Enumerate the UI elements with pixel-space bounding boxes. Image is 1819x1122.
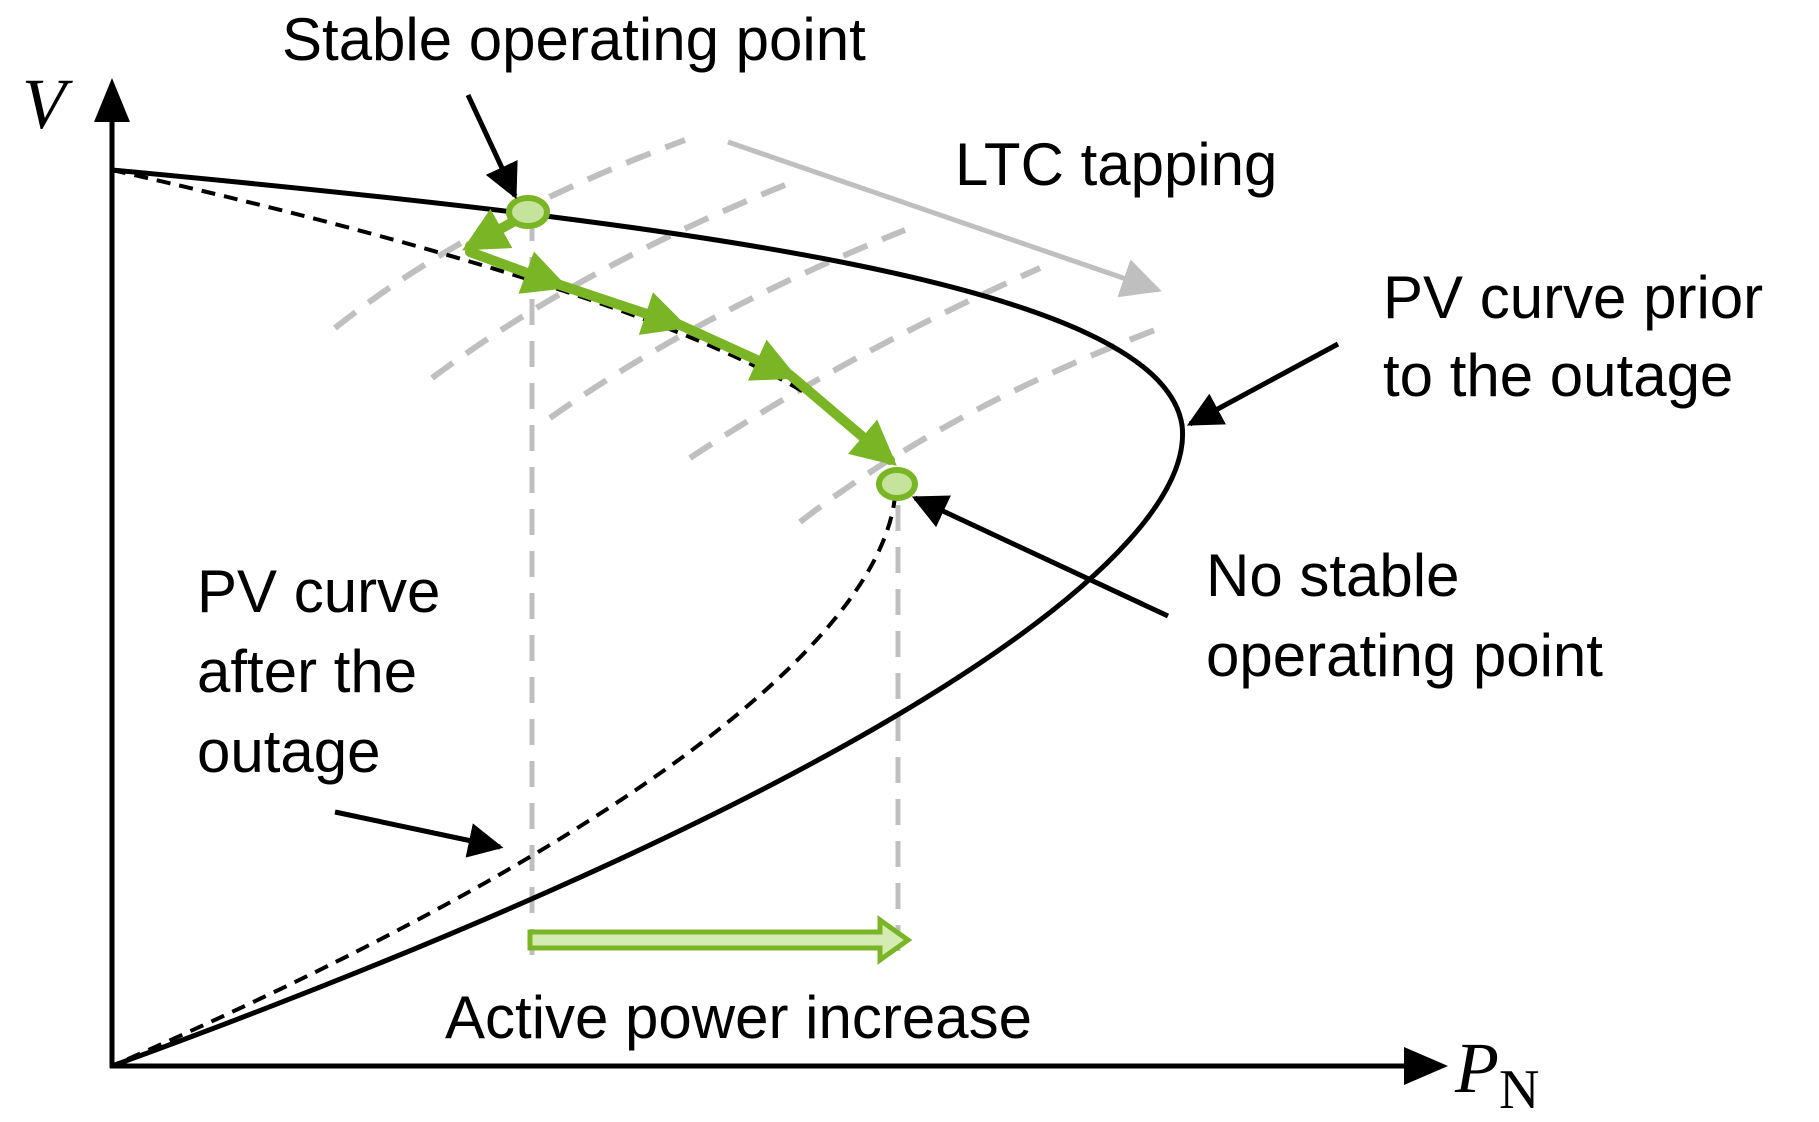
pv-after-label-line1: PV curve (197, 558, 440, 625)
pv-curve-prior (111, 167, 1186, 1069)
tap-line-5 (798, 327, 1157, 525)
no-stable-label-line2: operating point (1206, 622, 1603, 689)
annotation-pointers (334, 93, 1340, 858)
pointer-pv-after (334, 809, 504, 858)
pv-after-label-line2: after the (197, 638, 417, 705)
pointer-no-stable (911, 495, 1170, 619)
stable-operating-point-marker (506, 195, 550, 229)
projection-lines (529, 215, 901, 965)
pv-prior-label-line1: PV curve prior (1383, 264, 1763, 331)
trajectory-step-1 (465, 247, 569, 294)
tap-line-1 (333, 137, 687, 331)
no-stable-label-line1: No stable (1206, 542, 1459, 609)
tap-line-4 (688, 265, 1042, 461)
active-power-label: Active power increase (445, 984, 1032, 1051)
pv-prior-label-line2: to the outage (1383, 342, 1733, 409)
ltc-tapping-arrow (727, 139, 1162, 298)
p-axis-label: PN (1454, 1028, 1539, 1121)
pv-after-label-line3: outage (197, 718, 381, 785)
trajectory-step-3 (675, 320, 799, 381)
trajectory-step-4 (785, 370, 897, 466)
tap-line-2 (430, 182, 787, 381)
p-axis-arrowhead (1404, 1047, 1448, 1085)
tap-line-3 (548, 227, 907, 421)
v-axis-label: V (22, 64, 73, 144)
operating-point-trajectory (462, 208, 897, 466)
stable-point-label: Stable operating point (282, 6, 866, 73)
axes: V PN (22, 64, 1539, 1121)
v-axis-arrowhead (94, 78, 130, 122)
ltc-tapping-label: LTC tapping (955, 131, 1277, 198)
pointer-stable-point (465, 93, 518, 200)
active-power-increase-arrow (527, 915, 913, 965)
critical-point-marker (876, 467, 918, 501)
pointer-pv-prior (1186, 341, 1340, 427)
trajectory-step-2 (555, 280, 689, 335)
